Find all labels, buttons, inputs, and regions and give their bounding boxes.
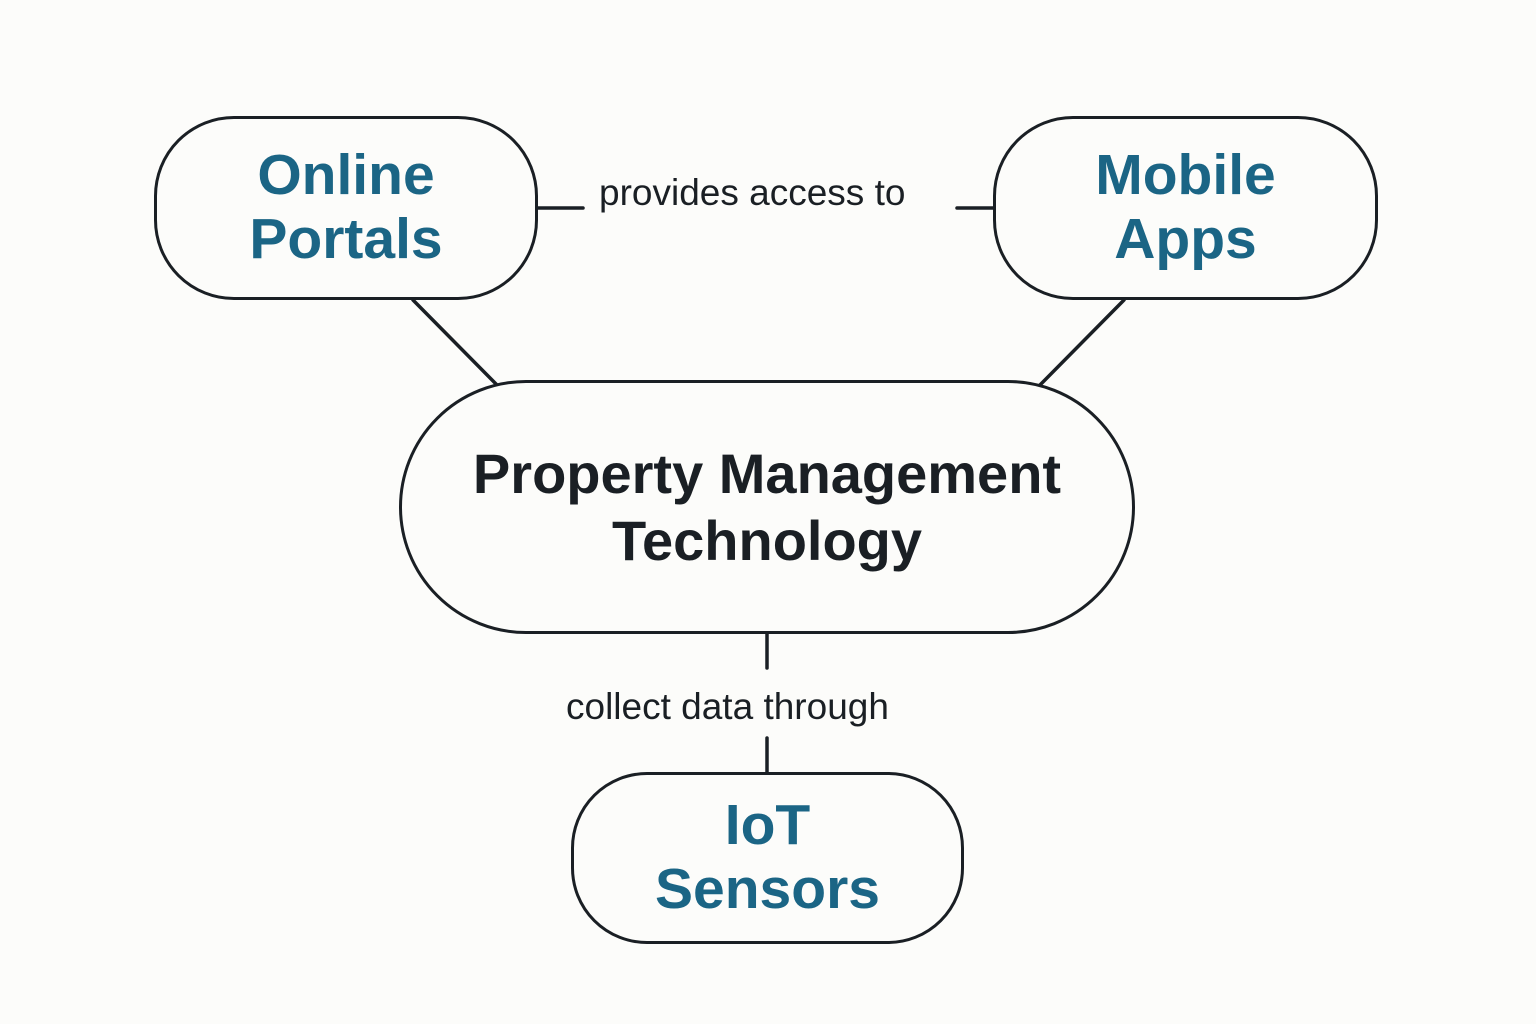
node-label-line: Technology <box>611 509 923 572</box>
connector-apps-to-center <box>1038 298 1126 387</box>
connector-portals-to-center <box>411 298 499 387</box>
node-label-line: Apps <box>1114 207 1257 271</box>
node-label-line: Mobile <box>1095 143 1276 208</box>
node-label-line: Sensors <box>655 857 880 921</box>
node-label: Property Management Technology <box>473 440 1061 574</box>
node-label: IoT Sensors <box>655 793 880 922</box>
node-label-line: Property Management <box>472 441 1062 505</box>
edge-label-provides-access-to: provides access to <box>599 172 906 213</box>
node-label: Online Portals <box>249 143 443 272</box>
node-label-line: IoT <box>724 793 811 858</box>
node-property-management-technology: Property Management Technology <box>399 380 1135 634</box>
node-label-line: Portals <box>249 207 443 271</box>
edge-label-collect-data-through: collect data through <box>566 686 889 727</box>
node-online-portals: Online Portals <box>154 116 538 300</box>
node-iot-sensors: IoT Sensors <box>571 772 964 944</box>
node-label-line: Online <box>257 143 435 208</box>
node-mobile-apps: Mobile Apps <box>993 116 1378 300</box>
node-label: Mobile Apps <box>1095 143 1276 272</box>
